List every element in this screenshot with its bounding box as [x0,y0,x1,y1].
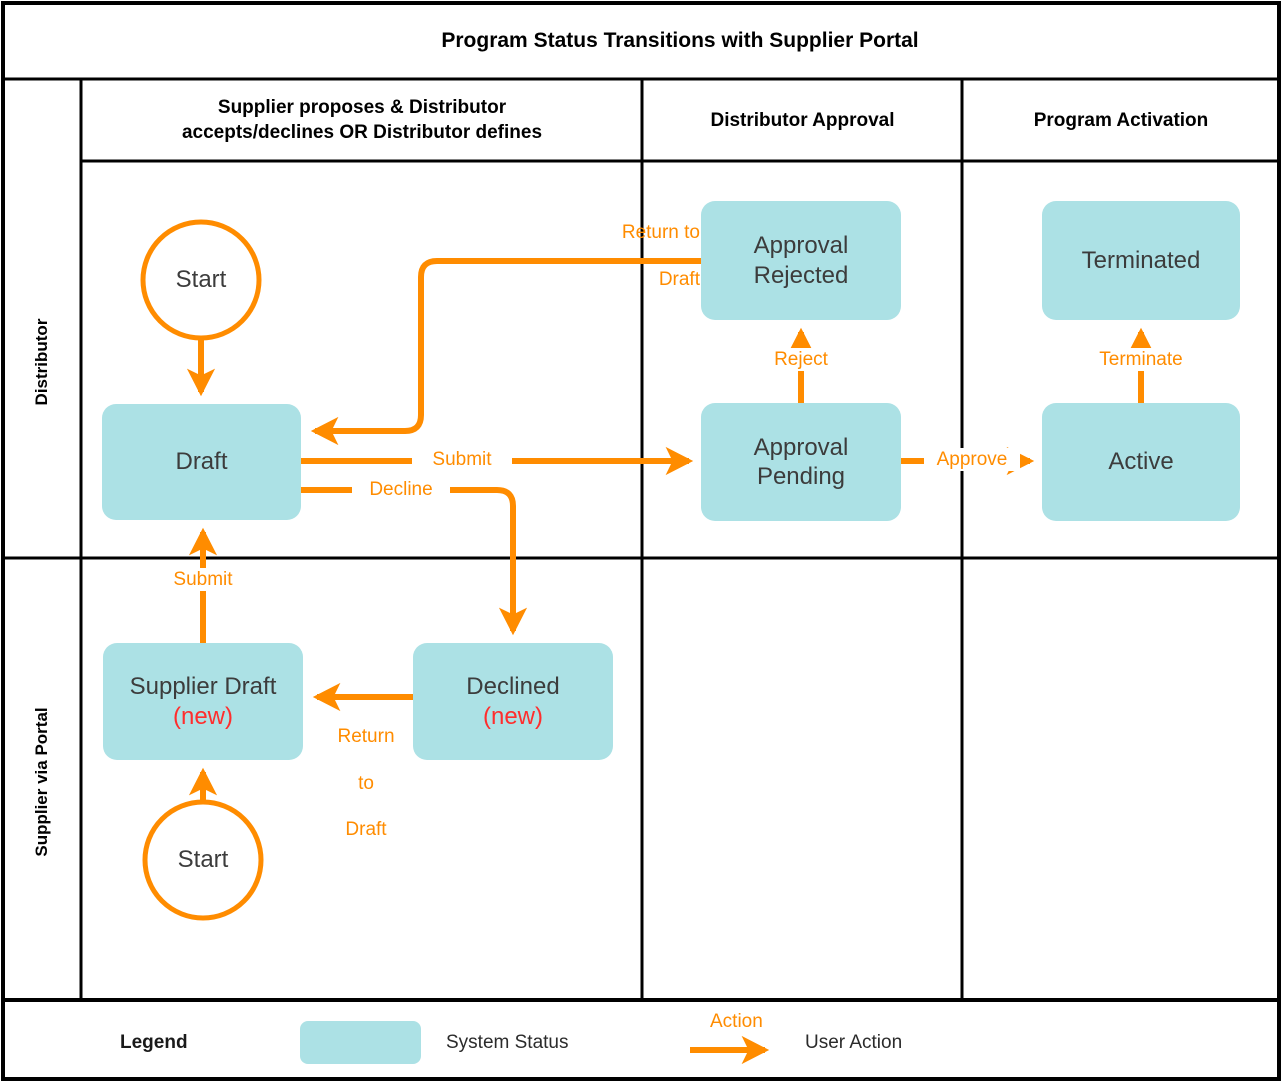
node-approval-pending[interactable] [701,403,901,521]
edge-draft-declined [301,487,528,636]
node-active[interactable] [1042,403,1240,521]
node-start-supplier[interactable] [142,799,264,921]
node-draft[interactable] [102,404,301,520]
node-terminated[interactable] [1042,201,1240,320]
node-supplier-draft[interactable] [103,643,303,760]
legend-title: Legend [120,1032,188,1053]
column-header-proposal-label: Supplier proposes & Distributor accepts/… [181,97,543,143]
node-start-distributor[interactable] [140,219,262,341]
legend-system-status-swatch [300,1021,421,1064]
column-header-activation-label: Program Activation [1033,109,1209,131]
column-header-approval: Distributor Approval [643,81,962,161]
legend-user-action-label: User Action [805,1032,903,1053]
lane-label-supplier: Supplier via Portal [32,707,51,857]
edge-rejected-draft [310,258,701,446]
column-header-proposal: Supplier proposes & Distributor accepts/… [82,81,642,161]
page-title: Program Status Transitions with Supplier… [441,29,919,52]
node-approval-rejected[interactable] [701,201,901,320]
lane-label-distributor: Distributor [32,318,51,406]
legend-action-caption: Action [710,1011,763,1032]
legend-system-status-label: System Status [446,1032,569,1053]
node-declined[interactable] [413,643,613,760]
column-header-activation: Program Activation [963,81,1279,161]
column-header-approval-label: Distributor Approval [710,109,895,131]
